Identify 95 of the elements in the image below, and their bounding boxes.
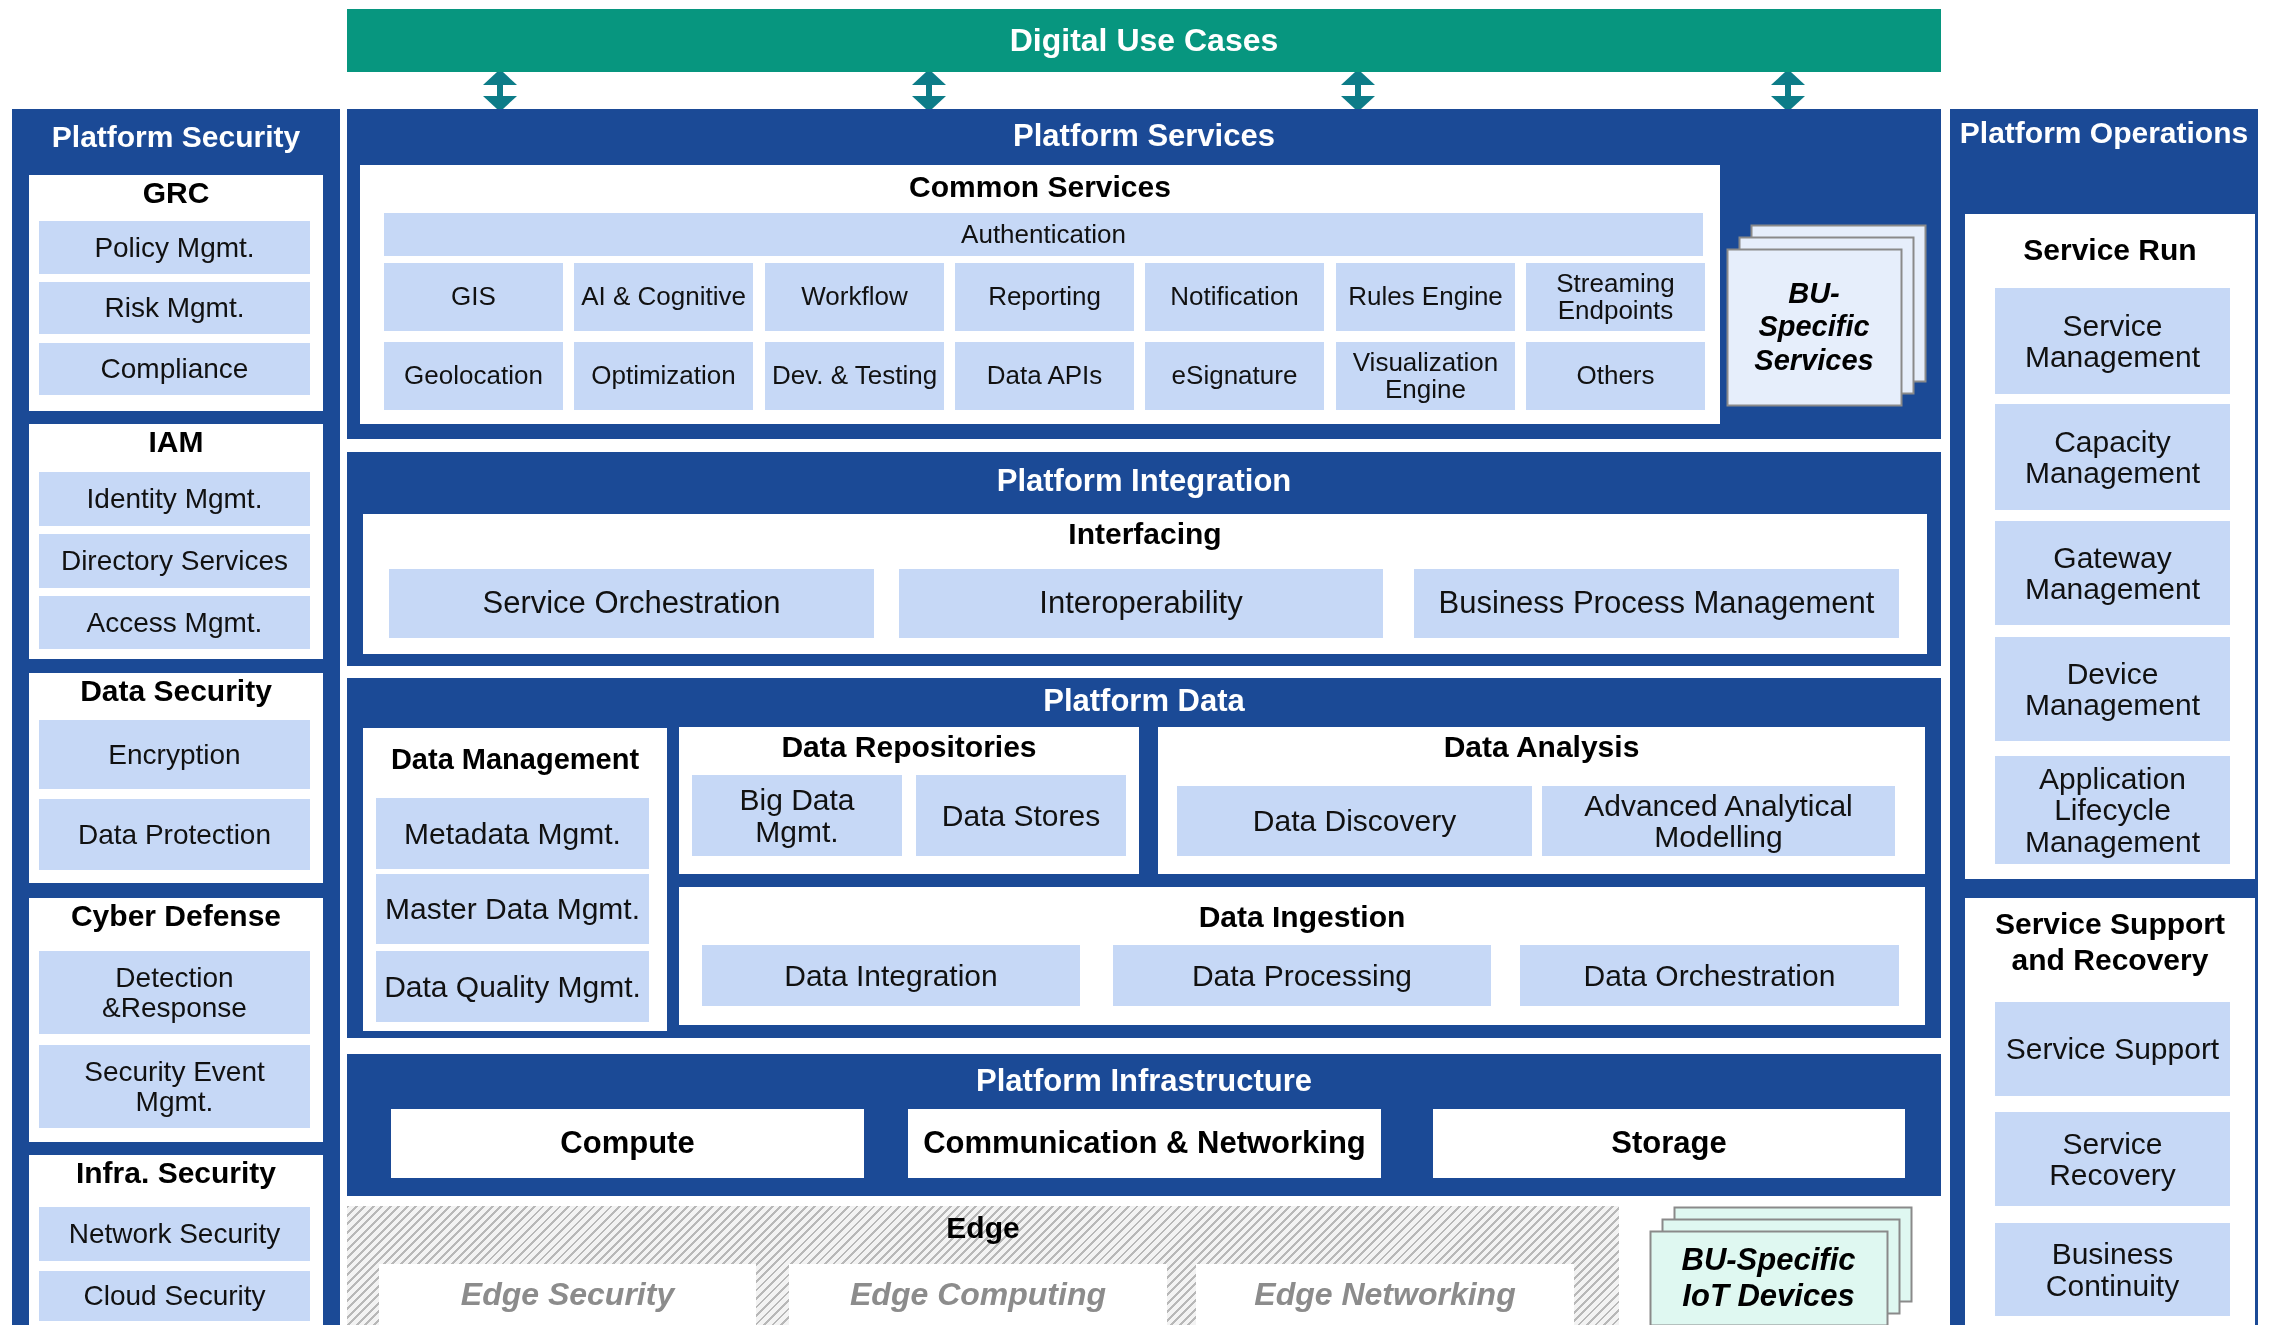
service-tile: Workflow bbox=[765, 263, 944, 331]
service-tile: Service Support bbox=[1995, 1002, 2230, 1096]
service-tile: Data Orchestration bbox=[1520, 945, 1899, 1006]
hatched-panel bbox=[347, 1206, 1619, 1325]
group-card bbox=[29, 673, 323, 883]
service-tile: Compliance bbox=[39, 343, 310, 395]
group-card bbox=[29, 1155, 323, 1325]
service-tile: Business Continuity bbox=[1995, 1223, 2230, 1316]
section-title: Platform Services bbox=[1012, 117, 1276, 155]
service-tile: Data Processing bbox=[1113, 945, 1491, 1006]
service-tile: Risk Mgmt. bbox=[39, 282, 310, 334]
group-card bbox=[29, 424, 323, 659]
service-tile: eSignature bbox=[1145, 342, 1324, 410]
service-tile: Data Protection bbox=[39, 799, 310, 870]
section-title: Service Run bbox=[2022, 232, 2198, 268]
group-card bbox=[1965, 214, 2255, 879]
service-tile: Device Management bbox=[1995, 637, 2230, 741]
edge-tile: Edge Computing bbox=[789, 1264, 1167, 1325]
group-card bbox=[679, 887, 1925, 1025]
section-title: Data Analysis bbox=[1442, 729, 1641, 765]
section-title: Platform Security bbox=[50, 119, 302, 155]
section-title: Data Repositories bbox=[780, 729, 1038, 765]
service-tile: Big Data Mgmt. bbox=[692, 775, 902, 856]
service-tile: Reporting bbox=[955, 263, 1134, 331]
group-card bbox=[363, 728, 667, 1031]
group-card bbox=[1158, 727, 1925, 874]
service-tile: Visualization Engine bbox=[1336, 342, 1515, 410]
group-card bbox=[360, 165, 1720, 424]
edge-tile: Edge Networking bbox=[1196, 1264, 1574, 1325]
section-title: Data Ingestion bbox=[1197, 899, 1407, 935]
service-tile: Advanced Analytical Modelling bbox=[1542, 786, 1895, 856]
service-tile: Optimization bbox=[574, 342, 753, 410]
service-tile: Network Security bbox=[39, 1207, 310, 1261]
service-tile: Directory Services bbox=[39, 534, 310, 588]
service-tile: Data Stores bbox=[916, 775, 1126, 856]
service-tile: Data APIs bbox=[955, 342, 1134, 410]
service-tile: Geolocation bbox=[384, 342, 563, 410]
service-tile: Business Process Management bbox=[1414, 569, 1899, 638]
service-tile: Authentication bbox=[384, 213, 1703, 256]
group-card bbox=[29, 898, 323, 1142]
service-tile: Capacity Management bbox=[1995, 404, 2230, 510]
service-tile: Rules Engine bbox=[1336, 263, 1515, 331]
service-tile: Data Discovery bbox=[1177, 786, 1532, 856]
section-panel bbox=[347, 678, 1941, 1038]
section-title: Data Management bbox=[389, 742, 641, 777]
service-tile: Policy Mgmt. bbox=[39, 221, 310, 274]
service-tile: Access Mgmt. bbox=[39, 596, 310, 649]
service-tile: Data Integration bbox=[702, 945, 1080, 1006]
infrastructure-tile: Storage bbox=[1433, 1109, 1905, 1178]
service-tile: Service Orchestration bbox=[389, 569, 874, 638]
service-tile: Master Data Mgmt. bbox=[376, 874, 649, 944]
service-tile: Gateway Management bbox=[1995, 521, 2230, 625]
section-title: Common Services bbox=[908, 169, 1172, 205]
service-tile: Security Event Mgmt. bbox=[39, 1045, 310, 1128]
service-tile: Others bbox=[1526, 342, 1705, 410]
section-title: Infra. Security bbox=[74, 1155, 278, 1191]
section-title: Platform Data bbox=[1042, 682, 1246, 720]
service-tile: Notification bbox=[1145, 263, 1324, 331]
service-tile: Dev. & Testing bbox=[765, 342, 944, 410]
service-tile: Streaming Endpoints bbox=[1526, 263, 1705, 331]
edge-tile: Edge Security bbox=[379, 1264, 756, 1325]
banner: Digital Use Cases bbox=[347, 9, 1941, 72]
service-tile: Identity Mgmt. bbox=[39, 472, 310, 526]
service-tile: Service Recovery bbox=[1995, 1112, 2230, 1206]
group-card bbox=[679, 727, 1139, 874]
service-tile: Metadata Mgmt. bbox=[376, 798, 649, 869]
service-tile: Encryption bbox=[39, 720, 310, 789]
group-card bbox=[29, 175, 323, 411]
infrastructure-tile: Compute bbox=[391, 1109, 864, 1178]
service-tile: Interoperability bbox=[899, 569, 1383, 638]
section-title: Edge bbox=[945, 1210, 1021, 1246]
section-panel bbox=[347, 1054, 1941, 1196]
service-tile: GIS bbox=[384, 263, 563, 331]
service-tile: AI & Cognitive bbox=[574, 263, 753, 331]
section-title: Platform Infrastructure bbox=[975, 1062, 1313, 1100]
section-title: IAM bbox=[147, 424, 205, 460]
group-card bbox=[1965, 898, 2255, 1325]
section-title: Interfacing bbox=[1067, 516, 1223, 552]
section-panel bbox=[347, 452, 1941, 666]
section-title: Data Security bbox=[79, 673, 273, 709]
section-title: Platform Operations bbox=[1958, 115, 2250, 151]
infrastructure-tile: Communication & Networking bbox=[908, 1109, 1381, 1178]
section-title: Platform Integration bbox=[995, 462, 1293, 500]
service-tile: Detection &Response bbox=[39, 951, 310, 1034]
service-tile: Data Quality Mgmt. bbox=[376, 951, 649, 1022]
service-tile: Service Management bbox=[1995, 288, 2230, 394]
section-panel bbox=[1950, 109, 2258, 1325]
section-title: Cyber Defense bbox=[69, 898, 283, 934]
section-title: GRC bbox=[141, 175, 211, 211]
section-title: Service Support and Recovery bbox=[1993, 906, 2227, 978]
group-card bbox=[363, 514, 1927, 654]
section-panel bbox=[12, 109, 340, 1325]
section-panel bbox=[347, 109, 1941, 439]
service-tile: Application Lifecycle Management bbox=[1995, 756, 2230, 864]
service-tile: Cloud Security bbox=[39, 1271, 310, 1321]
